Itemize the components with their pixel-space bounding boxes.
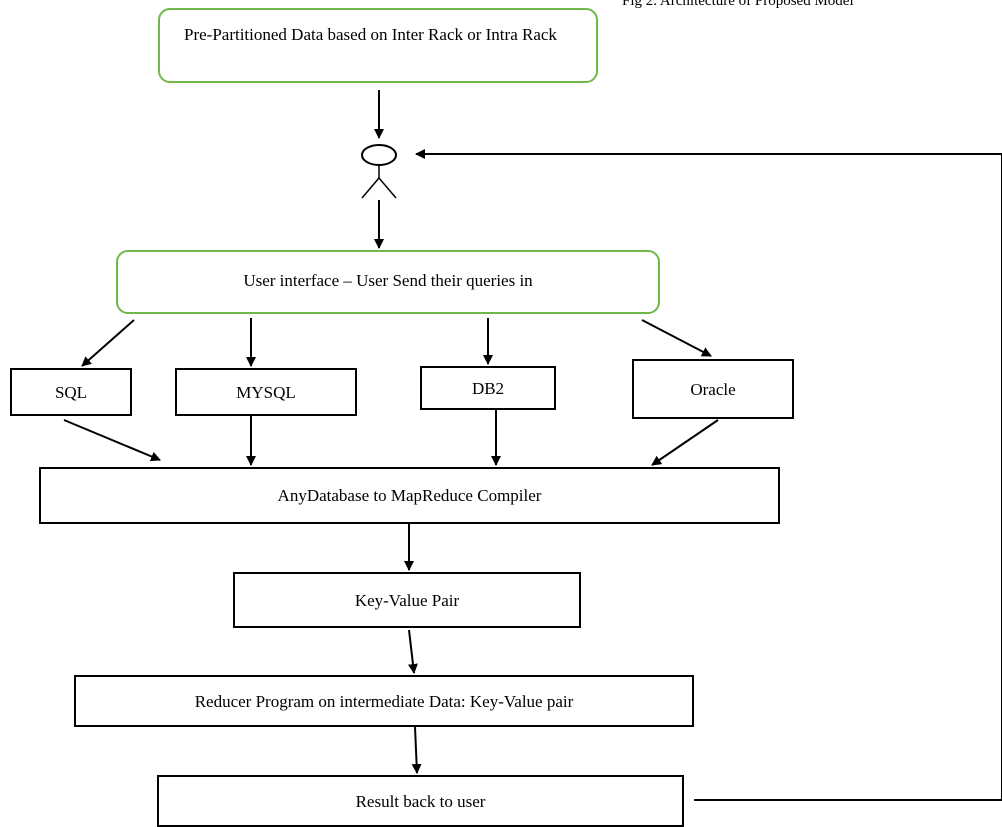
pre-partitioned-data-box: Pre-Partitioned Data based on Inter Rack… (158, 8, 598, 83)
user-interface-label: User interface – User Send their queries… (243, 271, 533, 290)
reducer-program-label: Reducer Program on intermediate Data: Ke… (194, 691, 574, 711)
arrow-interface-to-sql (81, 319, 135, 367)
mysql-box: MYSQL (175, 368, 357, 416)
arrow-sql-to-compiler (63, 419, 161, 462)
sql-box: SQL (10, 368, 132, 416)
figure-caption: Fig 2. Architecture of Proposed Model (622, 0, 854, 9)
db2-box: DB2 (420, 366, 556, 410)
user-icon (361, 144, 397, 199)
arrow-reducer-to-result (411, 726, 422, 774)
result-back-to-user-label: Result back to user (355, 792, 486, 811)
sql-label: SQL (54, 382, 88, 402)
user-interface-box: User interface – User Send their queries… (116, 250, 660, 314)
oracle-box: Oracle (632, 359, 794, 419)
db2-label: DB2 (471, 378, 505, 398)
result-back-to-user-box: Result back to user (157, 775, 684, 827)
feedback-loop-result-to-user (415, 149, 1002, 801)
arrow-oracle-to-compiler (651, 419, 719, 466)
compiler-label: AnyDatabase to MapReduce Compiler (277, 486, 542, 505)
compiler-box: AnyDatabase to MapReduce Compiler (39, 467, 780, 524)
reducer-program-box: Reducer Program on intermediate Data: Ke… (74, 675, 694, 727)
oracle-label: Oracle (690, 379, 736, 399)
pre-partitioned-data-label: Pre-Partitioned Data based on Inter Rack… (184, 25, 557, 44)
key-value-pair-box: Key-Value Pair (233, 572, 581, 628)
arrow-keyvalue-to-reducer (407, 629, 418, 674)
mysql-label: MYSQL (236, 382, 296, 402)
arrow-interface-to-oracle (641, 319, 712, 357)
key-value-pair-label: Key-Value Pair (354, 590, 460, 610)
